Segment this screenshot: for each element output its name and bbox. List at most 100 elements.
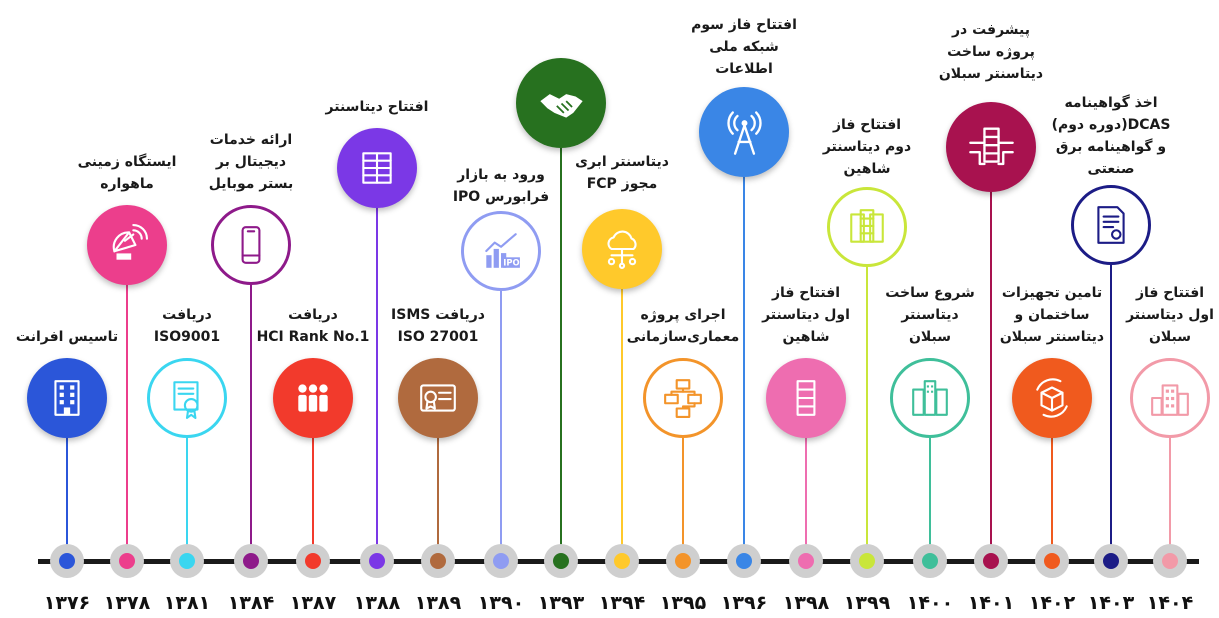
certificate-icon (173, 381, 199, 419)
milestone-stem (312, 438, 314, 552)
milestone-stem (805, 438, 807, 552)
timeline-node-dot (614, 553, 630, 569)
milestone-icon-circle (1130, 358, 1210, 438)
milestone-year: ۱۳۹۸ (782, 592, 830, 614)
milestone-year: ۱۳۷۶ (43, 592, 91, 614)
milestone-year: ۱۳۷۸ (103, 592, 151, 614)
milestone-year: ۱۳۹۹ (843, 592, 891, 614)
milestone-stem (250, 285, 252, 552)
milestone-year: ۱۴۰۳ (1087, 592, 1135, 614)
milestone-stem (866, 267, 868, 552)
datacenter-racks-icon (912, 380, 948, 416)
milestone-icon-circle (1012, 358, 1092, 438)
timeline-node-dot (119, 553, 135, 569)
milestone-icon-circle (827, 187, 907, 267)
milestone-label: افتتاح فاز اول دیتاسنتر سبلان (1126, 285, 1214, 345)
milestone-label: ارائه خدمات دیجیتال بر بستر موبایل (208, 132, 294, 192)
milestone-year: ۱۳۸۱ (163, 592, 211, 614)
milestone-year: ۱۴۰۰ (906, 592, 954, 614)
ipo-chart-icon: IPO (485, 233, 520, 268)
milestone-stem (743, 177, 745, 552)
milestone-stem (500, 291, 502, 552)
antenna-tower-icon (726, 110, 762, 155)
timeline-node-dot (493, 553, 509, 569)
timeline-node-dot (983, 553, 999, 569)
milestone-stem (437, 438, 439, 552)
milestone-year: ۱۴۰۴ (1146, 592, 1194, 614)
timeline-node-dot (1044, 553, 1060, 569)
milestone-label: اخذ گواهینامه DCAS(دوره دوم) و گواهینامه… (1051, 95, 1171, 177)
milestone-year: ۱۳۹۶ (720, 592, 768, 614)
milestone-stem (66, 438, 68, 552)
milestone-year: ۱۳۸۴ (227, 592, 275, 614)
timeline-node (974, 544, 1008, 578)
datacenter-progress-icon (968, 127, 1014, 165)
milestone-stem (376, 208, 378, 552)
timeline-node (666, 544, 700, 578)
milestone-icon-circle (582, 209, 662, 289)
milestone-label: تاسیس افرانت (15, 329, 119, 345)
data-storage-icon (850, 209, 884, 243)
timeline-node (850, 544, 884, 578)
milestone-stem (682, 438, 684, 552)
mobile-phone-icon (241, 226, 261, 264)
server-icon (796, 380, 816, 416)
milestone-label: اجرای پروژه معماری‌سازمانی (626, 307, 740, 345)
milestone-icon-circle (766, 358, 846, 438)
timeline-node (789, 544, 823, 578)
milestone-icon-circle (516, 58, 606, 148)
milestone-year: ۱۳۹۵ (659, 592, 707, 614)
milestone-icon-circle (337, 128, 417, 208)
milestone-stem (929, 438, 931, 552)
milestone-label: پیشرفت در پروژه ساخت دیتاسنتر سبلان (938, 22, 1044, 82)
milestone-icon-circle (699, 87, 789, 177)
supply-box-icon (1036, 378, 1068, 418)
timeline-node-dot (922, 553, 938, 569)
milestone-stem (1051, 438, 1053, 552)
milestone-icon-circle (1071, 185, 1151, 265)
milestone-icon-circle (211, 205, 291, 285)
timeline-node-dot (859, 553, 875, 569)
timeline-node (110, 544, 144, 578)
timeline-node (296, 544, 330, 578)
milestone-label: افتتاح فاز دوم دیتاسنتر شاهین (822, 117, 912, 177)
timeline-node-dot (179, 553, 195, 569)
milestone-label: ورود به بازار فرابورس IPO (452, 167, 550, 205)
milestone-label: شروع ساخت دیتاسنتر سبلان (885, 285, 975, 345)
timeline-node-dot (1162, 553, 1178, 569)
timeline-node-dot (1103, 553, 1119, 569)
milestone-label: دیتاسنتر ابری مجوز FCP (575, 154, 669, 192)
timeline-node (421, 544, 455, 578)
milestone-year: ۱۳۹۳ (537, 592, 585, 614)
milestone-year: ۱۳۸۸ (353, 592, 401, 614)
milestone-year: ۱۳۹۰ (477, 592, 525, 614)
milestone-icon-circle (27, 358, 107, 438)
timeline-node (484, 544, 518, 578)
milestone-stem (126, 285, 128, 552)
milestone-icon-circle (398, 358, 478, 438)
timeline-node (234, 544, 268, 578)
milestone-stem (621, 289, 623, 552)
timeline-node (1153, 544, 1187, 578)
timeline-node (50, 544, 84, 578)
hierarchy-icon (664, 379, 702, 418)
city-buildings-icon (1151, 384, 1189, 416)
building-icon (54, 380, 80, 416)
milestone-stem (1110, 265, 1112, 552)
handshake-icon (539, 93, 583, 118)
milestone-year: ۱۴۰۱ (967, 592, 1015, 614)
milestone-label: دریافت ISMS ISO 27001 (391, 307, 485, 345)
milestone-label: دریافت HCI Rank No.1 (256, 307, 370, 345)
timeline-node (727, 544, 761, 578)
timeline-node (544, 544, 578, 578)
document-certificate-icon (1097, 206, 1125, 244)
milestone-label: ایستگاه زمینی ماهواره (77, 154, 177, 192)
cloud-network-icon (607, 230, 637, 269)
milestone-icon-circle: IPO (461, 211, 541, 291)
timeline-node-dot (59, 553, 75, 569)
milestone-year: ۱۴۰۲ (1028, 592, 1076, 614)
timeline-node-dot (369, 553, 385, 569)
milestone-year: ۱۳۸۷ (289, 592, 337, 614)
milestone-icon-circle (890, 358, 970, 438)
